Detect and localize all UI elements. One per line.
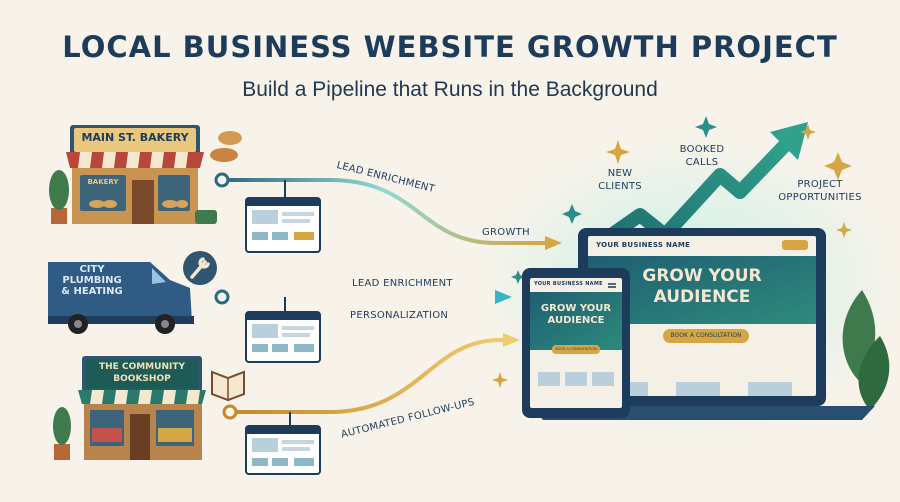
- growth-arrow-head: [770, 122, 808, 160]
- outcome-project-opportunities-line1: PROJECT: [797, 179, 843, 190]
- laptop-headline-line1: GROW YOUR: [642, 266, 762, 286]
- page-title: LOCAL BUSINESS WEBSITE GROWTH PROJECT: [62, 30, 838, 64]
- leaf-decoration: [842, 290, 890, 410]
- tablet-headline-line1: GROW YOUR: [540, 303, 612, 314]
- mini-webpage-card-2: [245, 311, 321, 363]
- laptop-headline-line2: AUDIENCE: [653, 287, 751, 307]
- bookshop-sign: THE COMMUNITY BOOKSHOP: [86, 361, 198, 385]
- laptop-cta-button: [663, 329, 749, 343]
- bakery-planter: [195, 210, 217, 224]
- plant-icon-2: [53, 407, 71, 460]
- plumbing-sign-line1: CITY: [79, 264, 105, 275]
- outcome-booked-calls-line2: CALLS: [685, 157, 719, 168]
- plant-icon: [49, 170, 69, 224]
- sparkle-icons-teal: [511, 116, 717, 284]
- mini-webpage-card-1: [245, 197, 321, 253]
- tablet-cta-button: [552, 345, 600, 354]
- laptop-headline: GROW YOUR AUDIENCE: [588, 266, 816, 308]
- bookshop-sign-line1: THE COMMUNITY: [99, 362, 185, 372]
- tablet-brand: YOUR BUSINESS NAME: [534, 281, 603, 287]
- bakery-window-label: BAKERY: [87, 178, 119, 186]
- bookshop-storefront: [78, 356, 206, 460]
- flow-line-bottom: [230, 338, 505, 414]
- outcome-new-clients-line1: NEW: [607, 168, 633, 179]
- outcome-new-clients-line2: CLIENTS: [598, 181, 642, 192]
- open-book-icon: [211, 370, 245, 402]
- laptop-device: [530, 228, 875, 420]
- bookshop-sign-line2: BOOKSHOP: [113, 374, 171, 384]
- flow-node-middle: [214, 289, 230, 305]
- outcome-booked-calls-line1: BOOKED: [679, 144, 725, 155]
- sparkle-icons: [492, 124, 852, 388]
- plumbing-sign-line2: PLUMBING: [62, 275, 122, 286]
- plumbing-sign-line3: & HEATING: [61, 286, 123, 297]
- page-subtitle: Build a Pipeline that Runs in the Backgr…: [242, 78, 658, 101]
- laptop-brand: YOUR BUSINESS NAME: [596, 241, 691, 249]
- mini-webpage-card-3: [245, 425, 321, 475]
- bakery-awning: [66, 152, 204, 168]
- laptop-cta-label[interactable]: BOOK A CONSULTATION: [670, 332, 742, 339]
- outcome-project-opportunities-line2: OPPORTUNITIES: [778, 192, 862, 203]
- flow-label-growth: GROWTH: [482, 227, 530, 238]
- bakery-storefront: [66, 125, 204, 224]
- wrench-icon: [183, 251, 217, 285]
- tablet-headline-line2: AUDIENCE: [547, 315, 605, 326]
- bakery-sign: MAIN ST. BAKERY: [81, 131, 189, 144]
- flow-label-lead-enrichment-middle: LEAD ENRICHMENT: [352, 278, 453, 289]
- growth-arrow: [585, 135, 796, 256]
- flow-line-top: [222, 178, 545, 246]
- bread-icon: [210, 131, 242, 162]
- tablet-cta-label[interactable]: BOOK A CONSULTATION: [555, 347, 597, 351]
- plumbing-van: [48, 262, 194, 334]
- tablet-headline: GROW YOUR AUDIENCE: [530, 303, 622, 327]
- arrow-head-middle: [495, 290, 512, 304]
- outcome-new-clients: NEW CLIENTS: [590, 167, 650, 193]
- flow-node-bottom: [222, 404, 238, 420]
- arrow-head-bottom: [503, 333, 520, 347]
- flow-node-top: [214, 172, 230, 188]
- arrow-head-top: [545, 236, 562, 250]
- outcome-booked-calls: BOOKED CALLS: [670, 143, 734, 169]
- flow-label-personalization: PERSONALIZATION: [350, 310, 449, 321]
- tablet-device: [522, 268, 630, 418]
- plumbing-van-label: CITY PLUMBING & HEATING: [52, 264, 132, 297]
- outcome-project-opportunities: PROJECT OPPORTUNITIES: [770, 178, 870, 204]
